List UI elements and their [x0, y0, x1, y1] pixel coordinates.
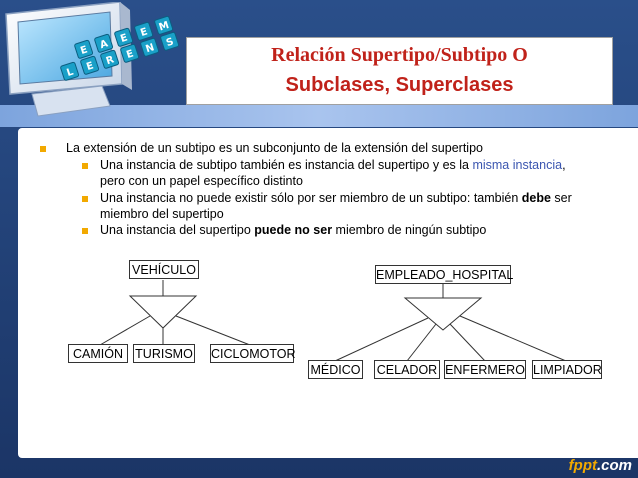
entity-subtype-enfermero: ENFERMERO	[444, 360, 526, 379]
entity-supertype-vehiculo: VEHÍCULO	[129, 260, 199, 279]
slide-title: Relación Supertipo/Subtipo O	[271, 44, 528, 66]
logo-key-icon	[100, 49, 120, 69]
entity-subtype-turismo: TURISMO	[133, 344, 195, 363]
logo-key-icon	[114, 27, 134, 47]
bullet-square-icon	[82, 163, 88, 169]
logo-key-letter: L	[65, 66, 75, 79]
bullet-sub-3-bold: puede no ser	[254, 223, 333, 237]
logo-key-icon	[94, 33, 114, 53]
logo-key-letter: R	[105, 54, 116, 67]
bullet-sub-1-text: Una instancia de subtipo también es inst…	[100, 158, 473, 172]
bullet-sub-2-text: Una instancia no puede existir sólo por …	[100, 191, 522, 205]
logo-key-letter: E	[85, 60, 95, 73]
footer-logo: fppt.com	[569, 457, 632, 474]
logo-key-letter: M	[158, 20, 171, 34]
bullet-square-icon	[82, 228, 88, 234]
logo-key-icon	[74, 39, 94, 59]
bullet-sub-3-text: Una instancia del supertipo	[100, 223, 255, 237]
logo-key-letter: A	[99, 38, 110, 51]
footer-brand: fppt	[568, 457, 597, 474]
logo-key-icon	[60, 61, 80, 81]
entity-subtype-limpiador: LIMPIADOR	[532, 360, 602, 379]
logo-key-letter: E	[119, 32, 129, 45]
entity-subtype-celador: CELADOR	[374, 360, 440, 379]
logo-key-letter: S	[165, 36, 175, 49]
logo-key-letter: E	[79, 44, 89, 57]
entity-subtype-camion: CAMIÓN	[68, 344, 128, 363]
bullet-sub-2: Una instancia no puede existir sólo por …	[100, 190, 572, 206]
header-stripe	[0, 105, 638, 127]
bullet-sub-1-suffix: ,	[562, 158, 566, 172]
logo-key-letter: N	[144, 42, 155, 55]
bullet-sub-2-bold: debe	[521, 191, 551, 205]
bullet-sub-1-line2: pero con un papel específico distinto	[100, 174, 303, 188]
logo-key-letter: E	[139, 26, 149, 39]
logo-key-icon	[134, 21, 154, 41]
content-panel	[18, 128, 638, 458]
logo-key-icon	[140, 37, 160, 57]
bullet-sub-3: Una instancia del supertipo puede no ser…	[100, 222, 486, 238]
bullet-sub-1: Una instancia de subtipo también es inst…	[100, 157, 566, 173]
logo-key-icon	[160, 31, 180, 51]
bullet-sub-1-highlight: misma instancia	[472, 158, 563, 172]
bullet-main: La extensión de un subtipo es un subconj…	[66, 141, 483, 155]
bullet-sub-2-line2: miembro del supertipo	[100, 207, 224, 221]
logo-key-icon	[154, 15, 174, 35]
bullet-sub-3-suffix: miembro de ningún subtipo	[332, 223, 487, 237]
slide-subtitle: Subclases, Superclases	[285, 74, 514, 96]
bullet-square-icon	[40, 146, 46, 152]
entity-supertype-empleado-hospital: EMPLEADO_HOSPITAL	[375, 265, 513, 284]
entity-subtype-medico: MÉDICO	[308, 360, 363, 379]
logo-key-letter: E	[125, 48, 135, 61]
entity-subtype-ciclomotor: CICLOMOTOR	[210, 344, 296, 363]
logo-key-icon	[120, 43, 140, 63]
logo-key-icon	[80, 55, 100, 75]
footer-tld: .com	[596, 457, 632, 474]
title-box: Relación Supertipo/Subtipo O Subclases, …	[186, 37, 613, 105]
bullet-sub-2-suffix: ser	[550, 191, 572, 205]
bullet-square-icon	[82, 196, 88, 202]
